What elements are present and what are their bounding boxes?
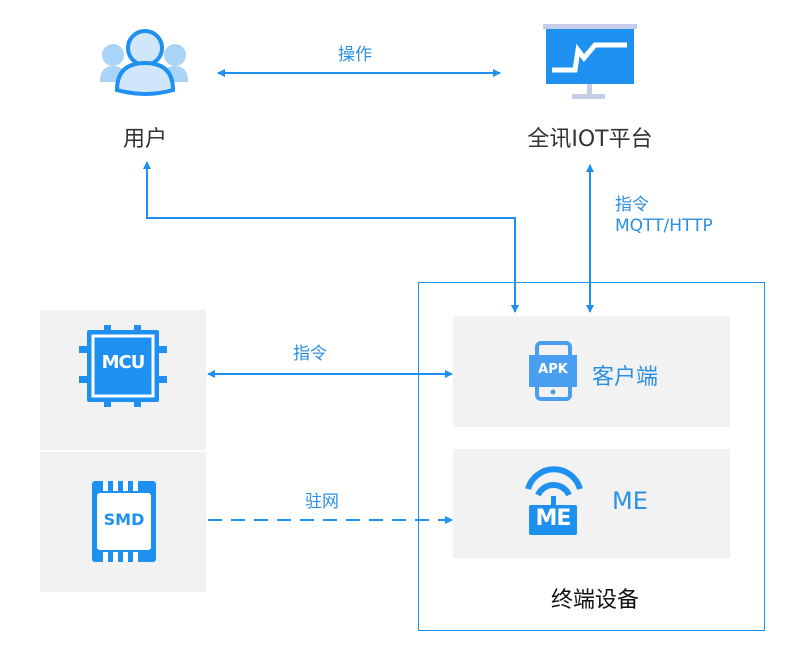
client-label: 客户端: [592, 365, 659, 390]
me-icon-text: ME: [535, 506, 572, 531]
sim-card-icon: [92, 481, 156, 562]
mcu-label: MCU: [101, 352, 146, 373]
apk-icon-text: APK: [538, 362, 568, 377]
users-icon: [100, 29, 188, 96]
edge-platform-client-label-1: 指令: [615, 195, 649, 215]
me-panel: [453, 449, 730, 558]
me-label: ME: [612, 487, 648, 515]
edge-client-user: [143, 161, 519, 313]
edge-mcu-client-label: 指令: [293, 344, 327, 364]
edge-operate-label: 操作: [338, 45, 372, 65]
platform-label: 全讯IOT平台: [527, 127, 653, 152]
signal-me-icon: [525, 466, 583, 535]
client-panel: [453, 316, 730, 427]
smd-label: SMD: [103, 510, 145, 529]
user-label: 用户: [122, 127, 168, 152]
chip-icon: [79, 325, 167, 407]
monitor-chart-icon: [543, 24, 637, 99]
edge-platform-client-label-2: MQTT/HTTP: [615, 216, 713, 236]
phone-apk-icon: [529, 341, 577, 401]
edge-smd-me-label: 驻网: [305, 492, 339, 512]
terminal-device-label: 终端设备: [550, 588, 640, 613]
